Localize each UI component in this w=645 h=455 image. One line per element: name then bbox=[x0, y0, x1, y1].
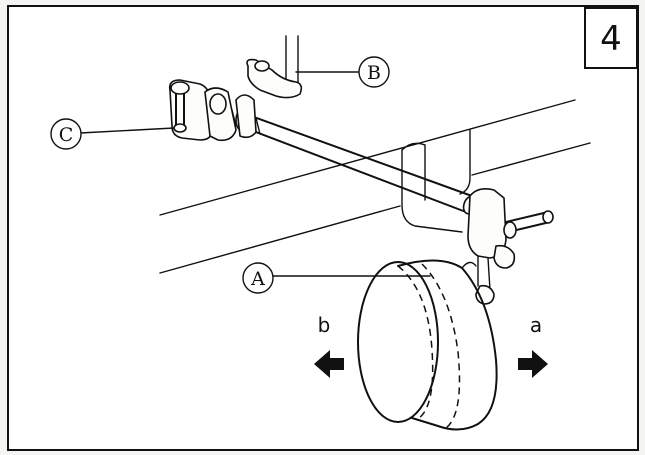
callout-c: C bbox=[50, 118, 175, 150]
callout-b: B bbox=[295, 56, 390, 88]
direction-arrow-left: b bbox=[314, 313, 344, 378]
round-foot-part bbox=[357, 259, 498, 431]
direction-label-left: b bbox=[318, 313, 331, 337]
callout-a: A bbox=[242, 262, 431, 294]
left-arrow-icon bbox=[314, 350, 344, 378]
step-number-box: 4 bbox=[584, 7, 638, 69]
callout-a-label: A bbox=[250, 268, 265, 290]
step-number: 4 bbox=[600, 19, 622, 59]
upper-hook-part bbox=[246, 35, 303, 99]
right-arrow-icon bbox=[518, 350, 548, 378]
callout-c-label: C bbox=[59, 124, 74, 146]
direction-arrow-right: a bbox=[518, 313, 548, 378]
left-bracket-assembly bbox=[168, 79, 257, 142]
direction-label-right: a bbox=[530, 313, 542, 337]
callout-b-label: B bbox=[367, 62, 381, 84]
